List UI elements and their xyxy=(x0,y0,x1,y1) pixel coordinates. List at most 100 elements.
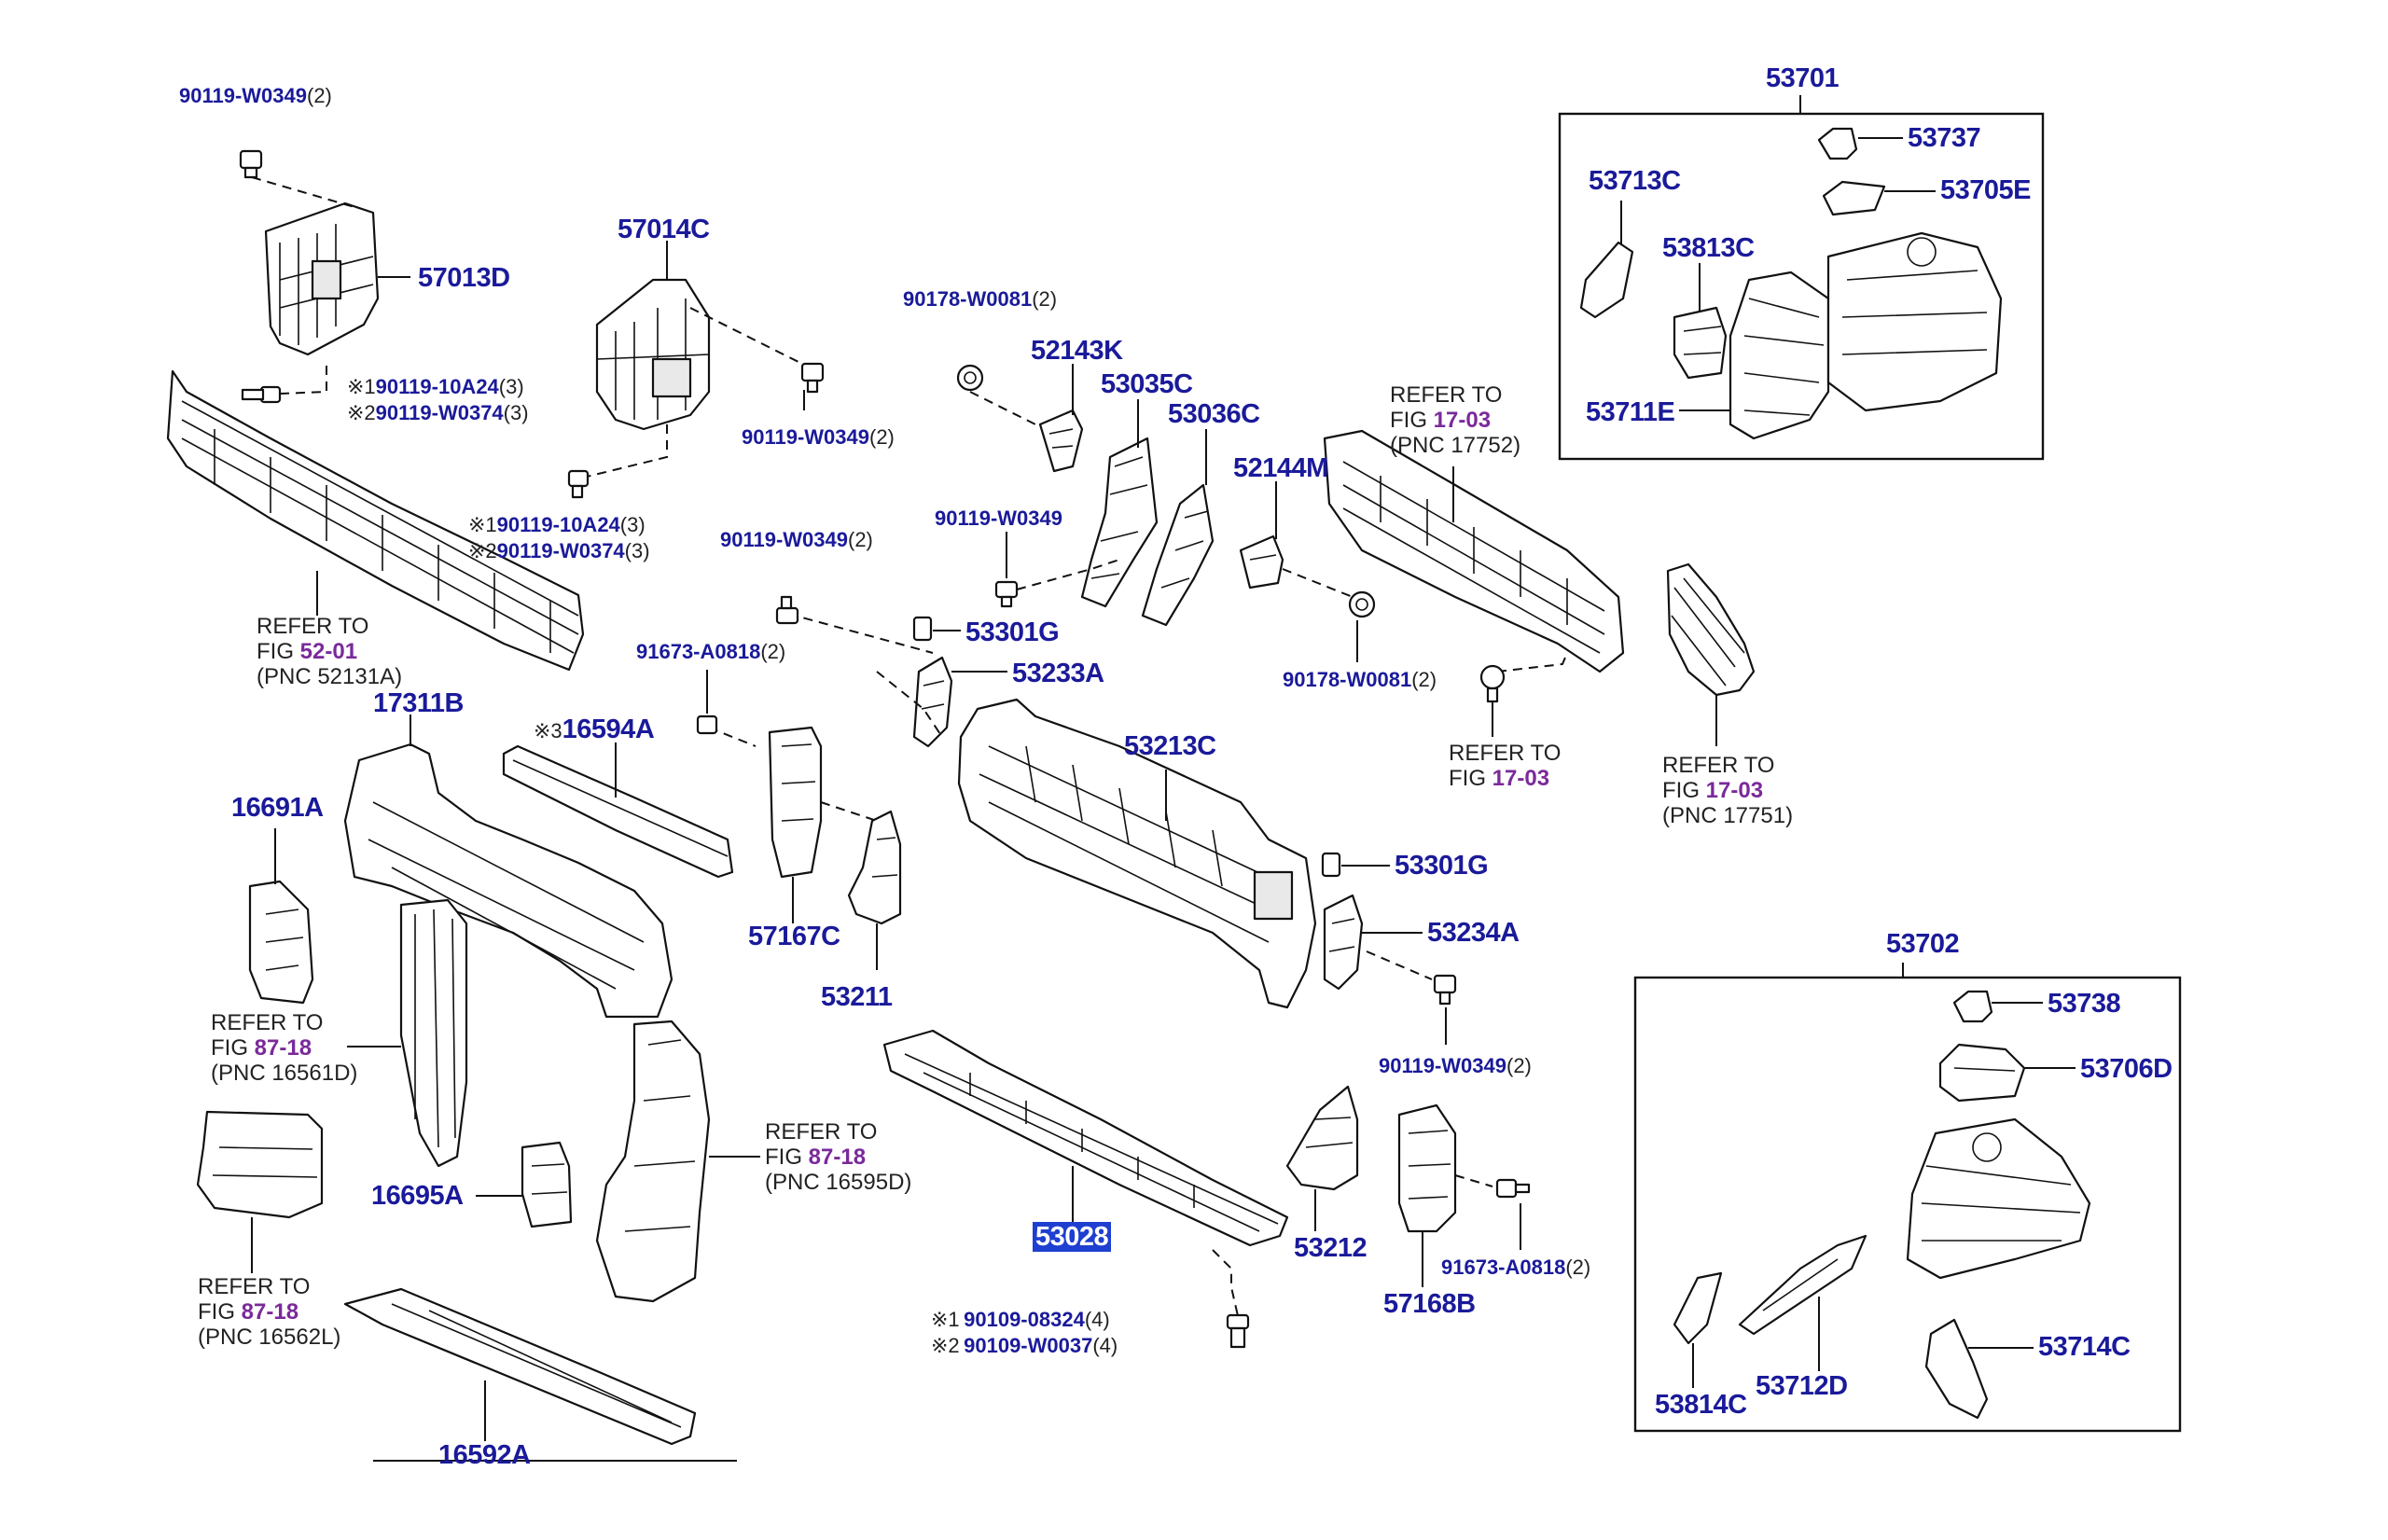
label-53714c: 53714C xyxy=(2038,1332,2131,1362)
radiator-support-upper-part xyxy=(957,698,1317,1009)
bolt-91673-a0818-a-part xyxy=(696,715,718,735)
clip-53738-part xyxy=(1952,990,1993,1023)
fastener-label-f4a: ※190119-10A24(3) xyxy=(468,513,646,536)
apron-53711e-part xyxy=(1729,231,2003,440)
bolt-90109-08324-part xyxy=(1226,1313,1250,1349)
bolt-53301g-b-part xyxy=(1321,852,1341,878)
label-53211: 53211 xyxy=(821,982,893,1012)
bolt-90119-w0349-d-part xyxy=(775,595,799,625)
label-16695a: 16695A xyxy=(371,1181,464,1211)
fastener-label-f2a: ※190119-10A24(3) xyxy=(347,375,524,398)
label-17311b: 17311B xyxy=(373,688,465,718)
bracket-53714c-part xyxy=(1924,1318,1989,1420)
refer-note-r4: REFER TO FIG 17-03 (PNC 17751) xyxy=(1662,753,1794,828)
refer-note-r2: REFER TO FIG 17-03 (PNC 17752) xyxy=(1390,382,1521,458)
bolt-57014c-a-part xyxy=(800,362,825,394)
fastener-label-f10: 90119-W0349(2) xyxy=(1379,1054,1532,1077)
fastener-label-f9: 90178-W0081(2) xyxy=(1283,668,1437,691)
seal-16594a-part xyxy=(502,744,734,879)
bracket-57168b-part xyxy=(1397,1103,1457,1233)
bracket-53233a-part xyxy=(912,656,953,748)
bolt-90119-w0349-e-part xyxy=(1433,974,1457,1006)
bracket-57014c-part xyxy=(595,278,711,431)
clip-53737-part xyxy=(1817,127,1858,160)
label-53702: 53702 xyxy=(1886,929,1960,959)
fastener-label-f12b: ※2 90109-W0037(4) xyxy=(931,1334,1118,1357)
label-53701: 53701 xyxy=(1766,63,1840,93)
label-53814c: 53814C xyxy=(1655,1390,1747,1420)
bracket-53036c-part xyxy=(1141,483,1215,627)
label-53212: 53212 xyxy=(1294,1233,1368,1263)
bracket-57167c-part xyxy=(768,726,823,879)
apron-53702-part xyxy=(1906,1117,2091,1280)
bracket-53705e-part xyxy=(1822,180,1886,216)
label-57167c: 57167C xyxy=(748,922,840,951)
bolt-90119-w0349-part xyxy=(239,149,263,179)
headlamp-support-part xyxy=(1323,429,1625,673)
label-53301g-a: 53301G xyxy=(965,617,1060,647)
refer-note-r3: REFER TO FIG 17-03 xyxy=(1449,741,1562,791)
label-53233a: 53233A xyxy=(1012,659,1104,688)
label-53036c: 53036C xyxy=(1168,399,1260,429)
bracket-53814c-part xyxy=(1673,1271,1723,1345)
label-52143k: 52143K xyxy=(1031,336,1123,366)
fastener-label-f6: 90178-W0081(2) xyxy=(903,287,1058,311)
label-53738: 53738 xyxy=(2048,989,2121,1019)
refer-note-r6: REFER TO FIG 87-18 (PNC 16595D) xyxy=(765,1119,912,1195)
nut-90178-w0081-a-part xyxy=(956,364,984,392)
fastener-label-f13: ※316594A xyxy=(534,715,655,744)
label-53706d: 53706D xyxy=(2080,1054,2173,1084)
nut-90178-w0081-b-part xyxy=(1348,590,1376,618)
refer-note-r5: REFER TO FIG 87-18 (PNC 16561D) xyxy=(211,1010,358,1086)
shroud-16562l-part xyxy=(196,1110,324,1219)
fastener-label-f12a: ※1 90109-08324(4) xyxy=(931,1308,1110,1331)
label-53737: 53737 xyxy=(1908,123,1981,153)
bracket-16695a-part xyxy=(521,1141,573,1228)
label-53234a: 53234A xyxy=(1427,918,1520,948)
shroud-17751-part xyxy=(1666,562,1756,697)
bracket-16691a-part xyxy=(248,880,314,1005)
refer-note-r7: REFER TO FIG 87-18 (PNC 16562L) xyxy=(198,1274,341,1350)
bracket-53713c-part xyxy=(1579,241,1634,319)
fastener-label-f11: 91673-A0818(2) xyxy=(1441,1256,1591,1279)
bumper-reinforcement-part xyxy=(166,369,585,672)
fastener-label-f2b: ※290119-W0374(3) xyxy=(347,401,529,424)
label-53813c: 53813C xyxy=(1662,233,1755,263)
label-16592a: 16592A xyxy=(438,1440,531,1470)
seal-16561d-part xyxy=(399,898,468,1168)
bracket-53035c-part xyxy=(1080,437,1159,608)
label-57013d: 57013D xyxy=(418,263,510,293)
refer-note-r1: REFER TO FIG 52-01 (PNC 52131A) xyxy=(257,614,403,689)
label-57014c: 57014C xyxy=(618,215,710,244)
bolt-57014c-b-part xyxy=(567,469,590,499)
fastener-label-f7: 90119-W0349 xyxy=(935,506,1062,530)
seal-16595d-part xyxy=(595,1020,711,1303)
label-57168b: 57168B xyxy=(1383,1289,1476,1319)
bracket-53211-part xyxy=(847,810,902,925)
group-box-53702 xyxy=(1633,976,2182,1433)
bracket-53813c-part xyxy=(1673,306,1728,380)
bracket-57013d-part xyxy=(264,201,380,356)
label-53711e: 53711E xyxy=(1586,397,1675,427)
clip-17-03-part xyxy=(1479,664,1506,703)
cover-16592a-part xyxy=(343,1287,697,1446)
bolt-90119-10a24-part xyxy=(241,385,282,404)
fastener-label-f8: 91673-A0818(2) xyxy=(636,640,786,663)
label-53713c: 53713C xyxy=(1589,166,1681,196)
label-52144m: 52144M xyxy=(1233,453,1328,483)
bracket-53212-part xyxy=(1285,1085,1359,1191)
fastener-label-f5: 90119-W0349(2) xyxy=(720,528,873,551)
label-53035c: 53035C xyxy=(1101,369,1193,399)
bolt-90119-w0349-c-part xyxy=(994,580,1019,608)
bracket-53712d-part xyxy=(1738,1234,1867,1336)
label-53213c: 53213C xyxy=(1124,731,1216,761)
bracket-52144m-part xyxy=(1239,534,1284,590)
lower-member-53028-part xyxy=(882,1029,1289,1247)
fastener-label-f1: 90119-W0349(2) xyxy=(179,84,332,107)
bracket-53706d-part xyxy=(1938,1043,2026,1103)
bracket-53234a-part xyxy=(1323,894,1364,991)
label-53712d: 53712D xyxy=(1756,1371,1848,1401)
label-16691a: 16691A xyxy=(231,793,324,823)
label-53028[interactable]: 53028 xyxy=(1033,1222,1112,1252)
